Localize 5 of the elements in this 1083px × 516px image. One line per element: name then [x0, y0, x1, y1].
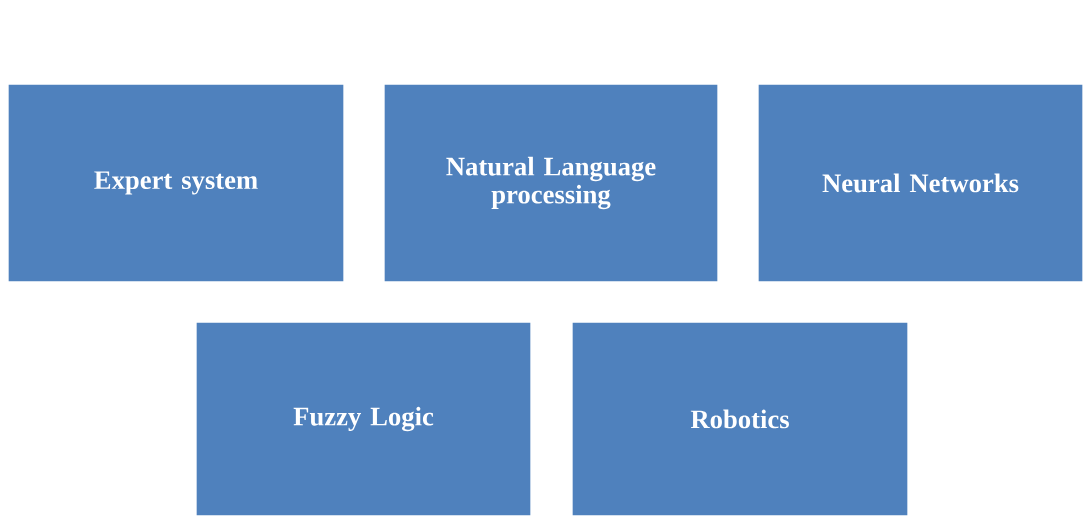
topic-box: Natural Language processing	[383, 83, 719, 283]
topic-box: Expert system	[7, 83, 345, 283]
topic-box: Robotics	[571, 321, 909, 516]
topic-box: Neural Networks	[757, 83, 1083, 283]
topic-box: Fuzzy Logic	[195, 321, 532, 516]
